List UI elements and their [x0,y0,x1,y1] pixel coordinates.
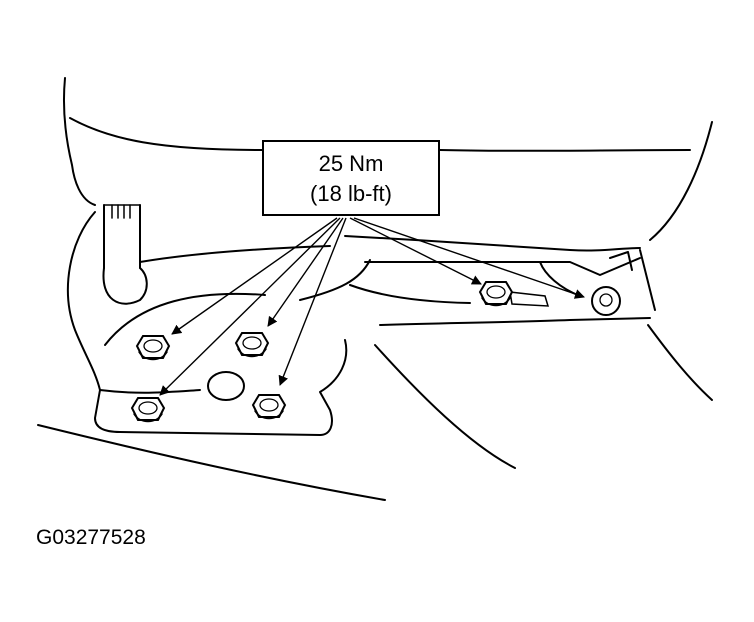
leader-rear-track-bolt [353,217,585,299]
bolt-rear-left [130,397,166,423]
bolt-rear-center [251,394,287,420]
bolt-rear-track [591,286,621,316]
floor-lines [37,324,713,501]
torque-callout-box: 25 Nm (18 lb-ft) [262,140,440,216]
leader-front-center [267,217,344,327]
seat-track [139,235,656,326]
torque-nm-label: 25 Nm [318,151,384,176]
bolt-track [478,281,514,307]
leader-front-left [171,217,338,335]
figure-id-label: G03277528 [36,526,146,549]
support-tube [102,204,148,305]
bolt-front-center [234,332,270,358]
leader-rear-center [278,217,347,386]
leader-track-bolt [349,217,482,285]
bolt-front-left [135,335,171,361]
torque-lbft-label: (18 lb-ft) [310,181,392,206]
torque-leader-lines [159,217,585,396]
leader-rear-left [159,217,341,396]
left-bracket [66,211,371,436]
seat-cushion-outline [63,77,713,241]
